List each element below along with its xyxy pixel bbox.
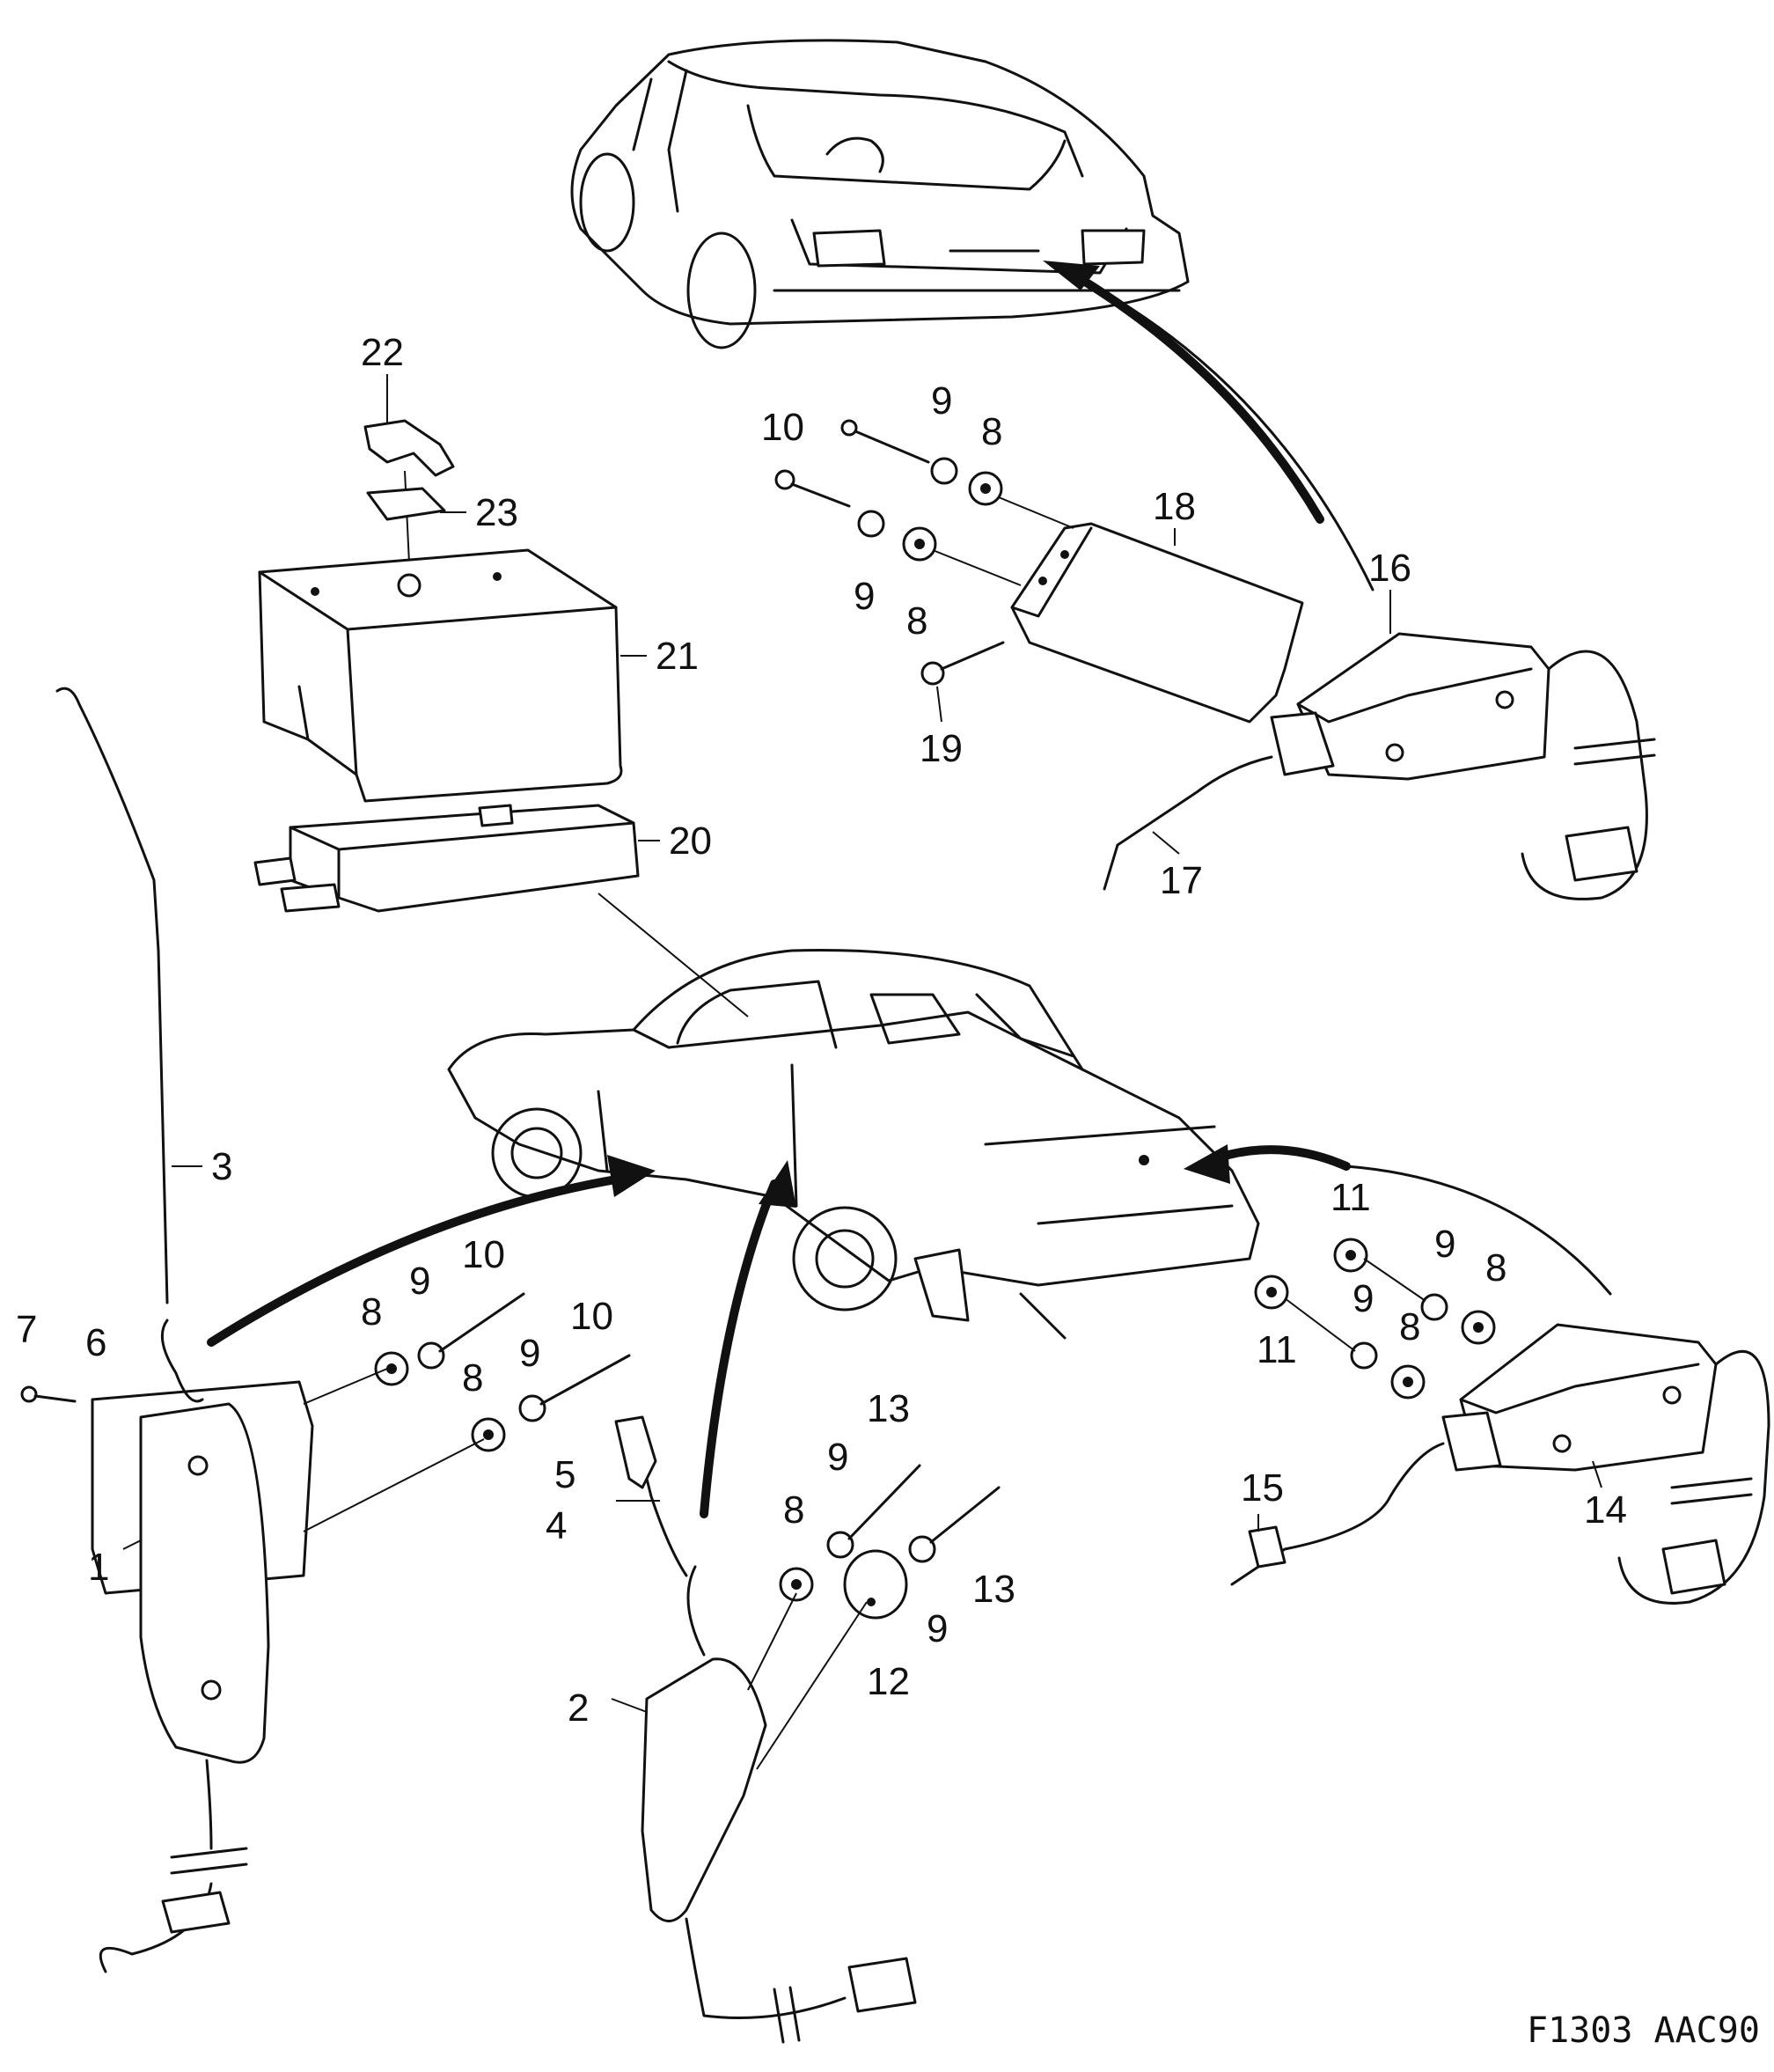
label-8d: 8 bbox=[462, 1356, 483, 1400]
rod-3 bbox=[55, 687, 169, 1304]
label-20: 20 bbox=[669, 819, 712, 863]
part-labels: 22 23 21 20 10 9 8 9 8 18 16 19 17 3 7 6… bbox=[16, 331, 1760, 2051]
label-8f: 8 bbox=[1485, 1246, 1506, 1289]
bumper-12 bbox=[843, 1549, 908, 1620]
label-23: 23 bbox=[475, 491, 518, 534]
label-21: 21 bbox=[656, 635, 699, 678]
label-9d: 9 bbox=[519, 1332, 540, 1375]
label-9b: 9 bbox=[854, 575, 875, 618]
nut-11a bbox=[1333, 1238, 1368, 1273]
arrow-rear-door bbox=[700, 1179, 779, 1518]
label-9g: 9 bbox=[1434, 1223, 1455, 1266]
label-8g: 8 bbox=[1399, 1305, 1420, 1348]
screw-19 bbox=[920, 641, 1005, 686]
lock-actuator-14 bbox=[1441, 1323, 1770, 1605]
bushing-9f bbox=[908, 1535, 936, 1563]
label-8a: 8 bbox=[981, 410, 1002, 453]
washer-8f bbox=[1461, 1310, 1496, 1345]
bolt-10a bbox=[840, 419, 930, 464]
rod-4 bbox=[632, 1424, 688, 1577]
label-11b: 11 bbox=[1257, 1328, 1297, 1371]
washer-8c bbox=[374, 1351, 409, 1386]
washer-8d bbox=[471, 1417, 506, 1452]
label-10a: 10 bbox=[761, 406, 804, 449]
label-11a: 11 bbox=[1330, 1176, 1371, 1219]
label-9f: 9 bbox=[927, 1607, 948, 1650]
label-13a: 13 bbox=[867, 1387, 910, 1430]
cover-21 bbox=[258, 548, 623, 803]
bushing-9e bbox=[826, 1531, 854, 1559]
label-9h: 9 bbox=[1352, 1277, 1374, 1320]
leader-lines bbox=[122, 374, 1602, 1713]
label-9c: 9 bbox=[409, 1260, 430, 1303]
label-2: 2 bbox=[568, 1686, 589, 1730]
label-9e: 9 bbox=[827, 1436, 848, 1479]
plate-23 bbox=[366, 487, 446, 521]
label-16: 16 bbox=[1368, 547, 1411, 590]
label-4: 4 bbox=[546, 1504, 567, 1547]
control-unit-20 bbox=[253, 804, 640, 913]
label-18: 18 bbox=[1153, 485, 1196, 528]
label-14: 14 bbox=[1584, 1488, 1627, 1532]
label-9a: 9 bbox=[931, 379, 952, 422]
arrow-front-door bbox=[207, 1175, 620, 1347]
bolt-unlabeled bbox=[774, 469, 851, 508]
screw-7 bbox=[20, 1385, 77, 1403]
label-13b: 13 bbox=[972, 1568, 1015, 1611]
washer-8b bbox=[902, 526, 937, 562]
bracket-18 bbox=[1010, 522, 1304, 724]
label-8e: 8 bbox=[783, 1488, 804, 1532]
rod-14 bbox=[1230, 1442, 1445, 1586]
bushing-9d bbox=[518, 1394, 546, 1422]
label-7: 7 bbox=[16, 1308, 37, 1351]
label-22: 22 bbox=[361, 331, 404, 374]
bushing-9h bbox=[1350, 1341, 1378, 1370]
reference-code: F1303 AAC90 bbox=[1527, 2010, 1760, 2051]
clip-5 bbox=[614, 1415, 657, 1489]
label-6: 6 bbox=[85, 1321, 106, 1364]
label-8b: 8 bbox=[906, 599, 927, 643]
label-1: 1 bbox=[88, 1546, 109, 1589]
label-17: 17 bbox=[1160, 859, 1203, 902]
bushing-9c bbox=[417, 1341, 445, 1370]
label-15: 15 bbox=[1241, 1466, 1284, 1510]
clip-15 bbox=[1248, 1525, 1287, 1569]
bushing-9b bbox=[857, 510, 885, 538]
actuator-1 bbox=[91, 1319, 314, 1973]
label-12: 12 bbox=[867, 1660, 910, 1703]
label-10b: 10 bbox=[462, 1233, 505, 1276]
label-3: 3 bbox=[211, 1145, 232, 1188]
bushing-9a bbox=[930, 457, 958, 485]
actuator-2 bbox=[641, 1565, 917, 2044]
washer-8e bbox=[779, 1567, 814, 1602]
label-8c: 8 bbox=[361, 1290, 382, 1334]
label-19: 19 bbox=[920, 727, 963, 770]
sedan-car-illustration bbox=[447, 949, 1260, 1340]
label-10c: 10 bbox=[570, 1295, 613, 1338]
washer-8g bbox=[1390, 1364, 1426, 1400]
nut-11b bbox=[1254, 1275, 1289, 1310]
lock-actuator-16 bbox=[1270, 632, 1656, 900]
label-5: 5 bbox=[554, 1453, 575, 1496]
hatchback-car-illustration bbox=[570, 39, 1190, 349]
bushing-9g bbox=[1420, 1293, 1448, 1321]
rod-17 bbox=[1103, 755, 1273, 891]
washer-8a bbox=[968, 471, 1003, 506]
